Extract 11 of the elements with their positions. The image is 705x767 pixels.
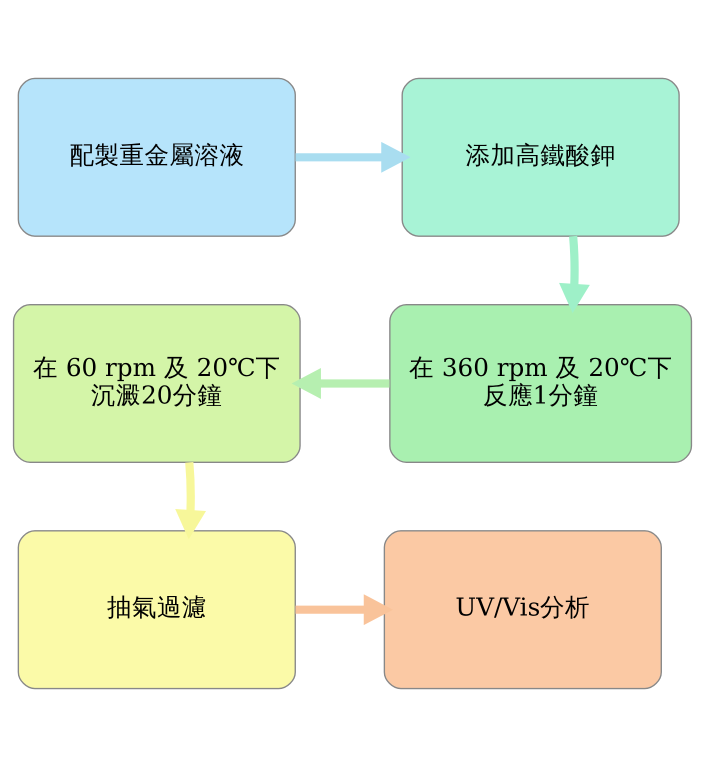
arrow — [296, 142, 411, 173]
arrow — [292, 368, 390, 399]
node-box: 抽氣過濾 — [18, 530, 296, 690]
arrow — [296, 594, 394, 626]
node-box: 在 360 rpm 及 20℃下 反應1分鐘 — [389, 304, 692, 463]
arrow — [175, 462, 206, 540]
node-box: UV/Vis分析 — [384, 530, 662, 690]
arrow — [559, 236, 590, 314]
node-box: 配製重金屬溶液 — [18, 78, 296, 237]
node-box: 在 60 rpm 及 20℃下 沉澱20分鐘 — [12, 304, 301, 463]
node-box: 添加高鐵酸鉀 — [402, 78, 680, 237]
